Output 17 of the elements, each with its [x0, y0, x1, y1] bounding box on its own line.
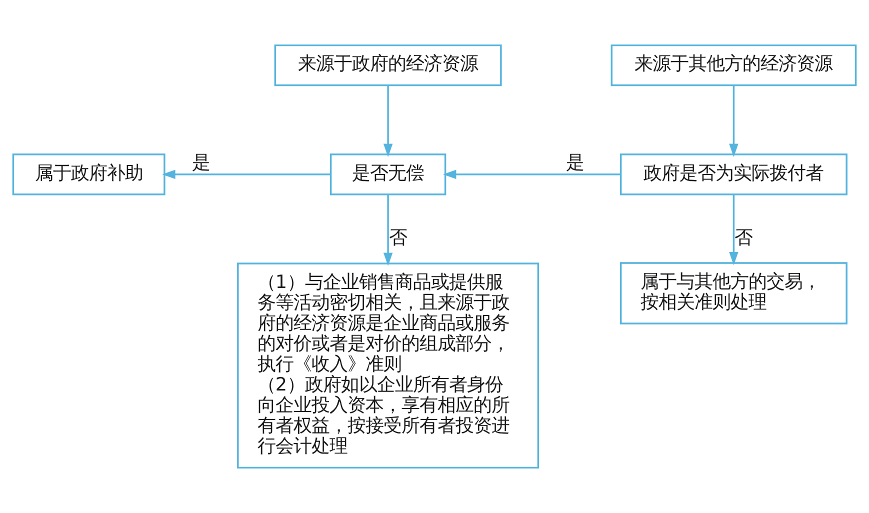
node-box: 是否无偿: [330, 154, 446, 196]
edge-label: 是: [566, 152, 584, 174]
arrow: [729, 194, 738, 266]
edge-label: 否: [734, 227, 752, 248]
node-box: 政府是否为实际拨付者: [620, 154, 848, 196]
node-box: 来源于政府的经济资源: [274, 44, 502, 86]
node-box: 属于与其他方的交易，按相关准则处理: [620, 262, 848, 324]
node-box: （1）与企业销售商品或提供服务等活动密切相关，且来源于政府的经济资源是企业商品或服务的对价或者是对价的组成部分，执行《收入》准则 （2）政府如以企业所有者身份向企业投入资本，享有相应的所有者权益，按接受所有者投资进行会计处理: [237, 262, 540, 469]
node-box: 来源于其他方的经济资源: [610, 44, 857, 86]
arrow: [383, 194, 393, 266]
arrow: [383, 85, 393, 157]
edge-label: 否: [388, 228, 407, 249]
arrow: [729, 85, 738, 157]
arrow: [442, 170, 621, 180]
arrow: [162, 170, 331, 180]
node-box: 属于政府补助: [12, 154, 166, 196]
edge-label: 是: [192, 152, 210, 174]
